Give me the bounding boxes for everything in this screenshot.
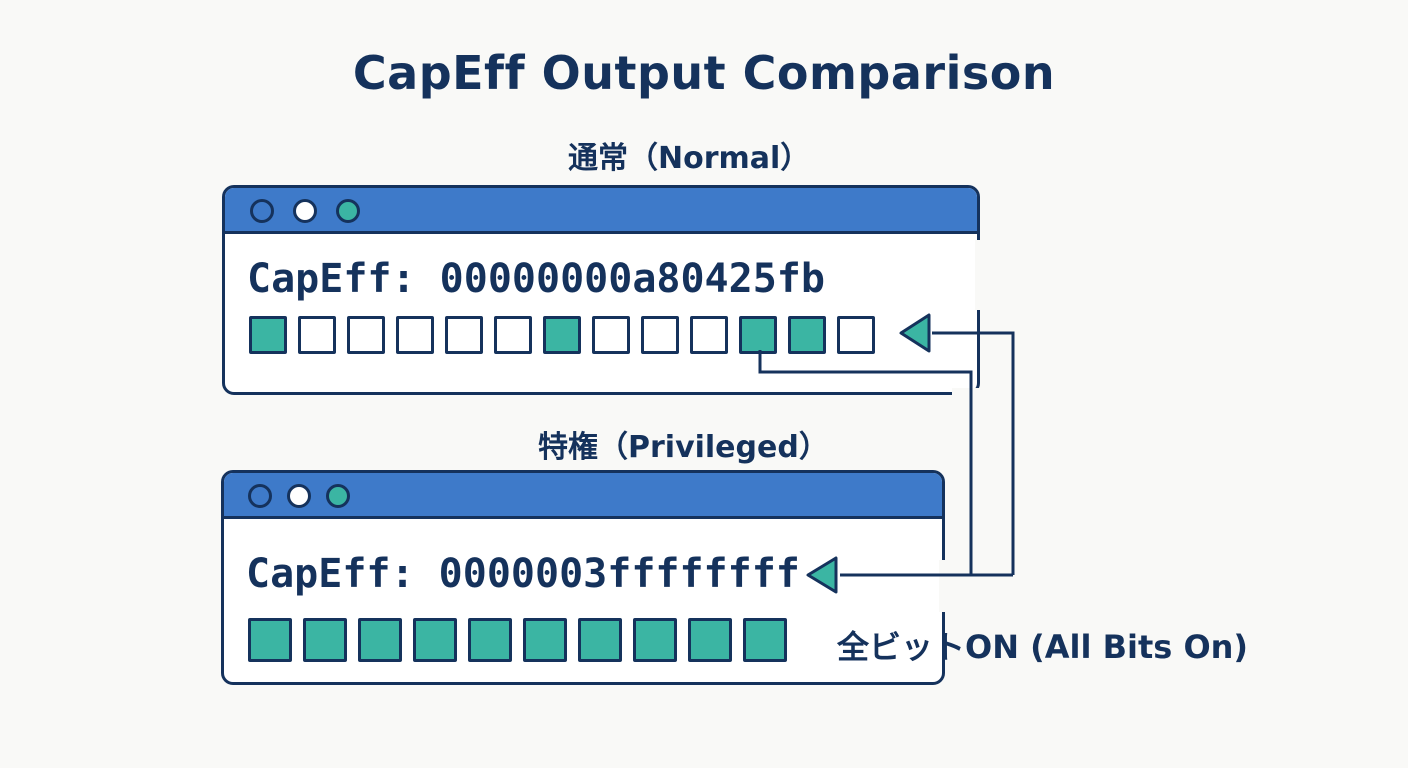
bit-cell-off [837,316,875,354]
all-bits-on-note: 全ビットON (All Bits On) [837,628,1249,666]
bit-cell-on [578,618,622,662]
normal-bit-row [249,316,875,354]
normal-capeff-line: CapEff: 00000000a80425fb [247,256,825,302]
privileged-bit-row [248,618,787,662]
privileged-label: 特権（Privileged） [538,430,829,465]
bit-cell-off [396,316,434,354]
bit-cell-on [523,618,567,662]
bit-cell-on [358,618,402,662]
window-control-dot-icon [326,484,350,508]
bit-cell-on [633,618,677,662]
window-control-dot-icon [250,199,274,223]
bit-cell-off [445,316,483,354]
arrow-left-icon [806,556,838,594]
bit-cell-on [688,618,732,662]
arrow-left-icon [899,313,931,353]
bit-cell-on [413,618,457,662]
bit-cell-on [249,316,287,354]
bit-cell-off [494,316,532,354]
connector-line [932,331,1015,575]
bit-cell-on [788,316,826,354]
bit-cell-off [592,316,630,354]
privileged-window-titlebar [224,473,942,519]
bit-cell-on [743,618,787,662]
bit-cell-on [248,618,292,662]
bit-cell-on [468,618,512,662]
window-control-dot-icon [248,484,272,508]
privileged-capeff-line: CapEff: 0000003ffffffff [246,551,800,597]
bit-cell-off [347,316,385,354]
normal-window-titlebar [225,188,977,234]
window-control-dot-icon [336,199,360,223]
bit-cell-off [641,316,679,354]
normal-terminal-window: CapEff: 00000000a80425fb [222,185,980,395]
window-control-dot-icon [293,199,317,223]
bit-cell-off [690,316,728,354]
bit-cell-on [739,316,777,354]
connector-line [758,350,973,577]
normal-label: 通常（Normal） [568,141,811,176]
privileged-terminal-window: CapEff: 0000003ffffffff [221,470,945,685]
bit-cell-off [298,316,336,354]
bit-cell-on [543,316,581,354]
diagram-title: CapEff Output Comparison [352,46,1056,100]
window-control-dot-icon [287,484,311,508]
bit-cell-on [303,618,347,662]
